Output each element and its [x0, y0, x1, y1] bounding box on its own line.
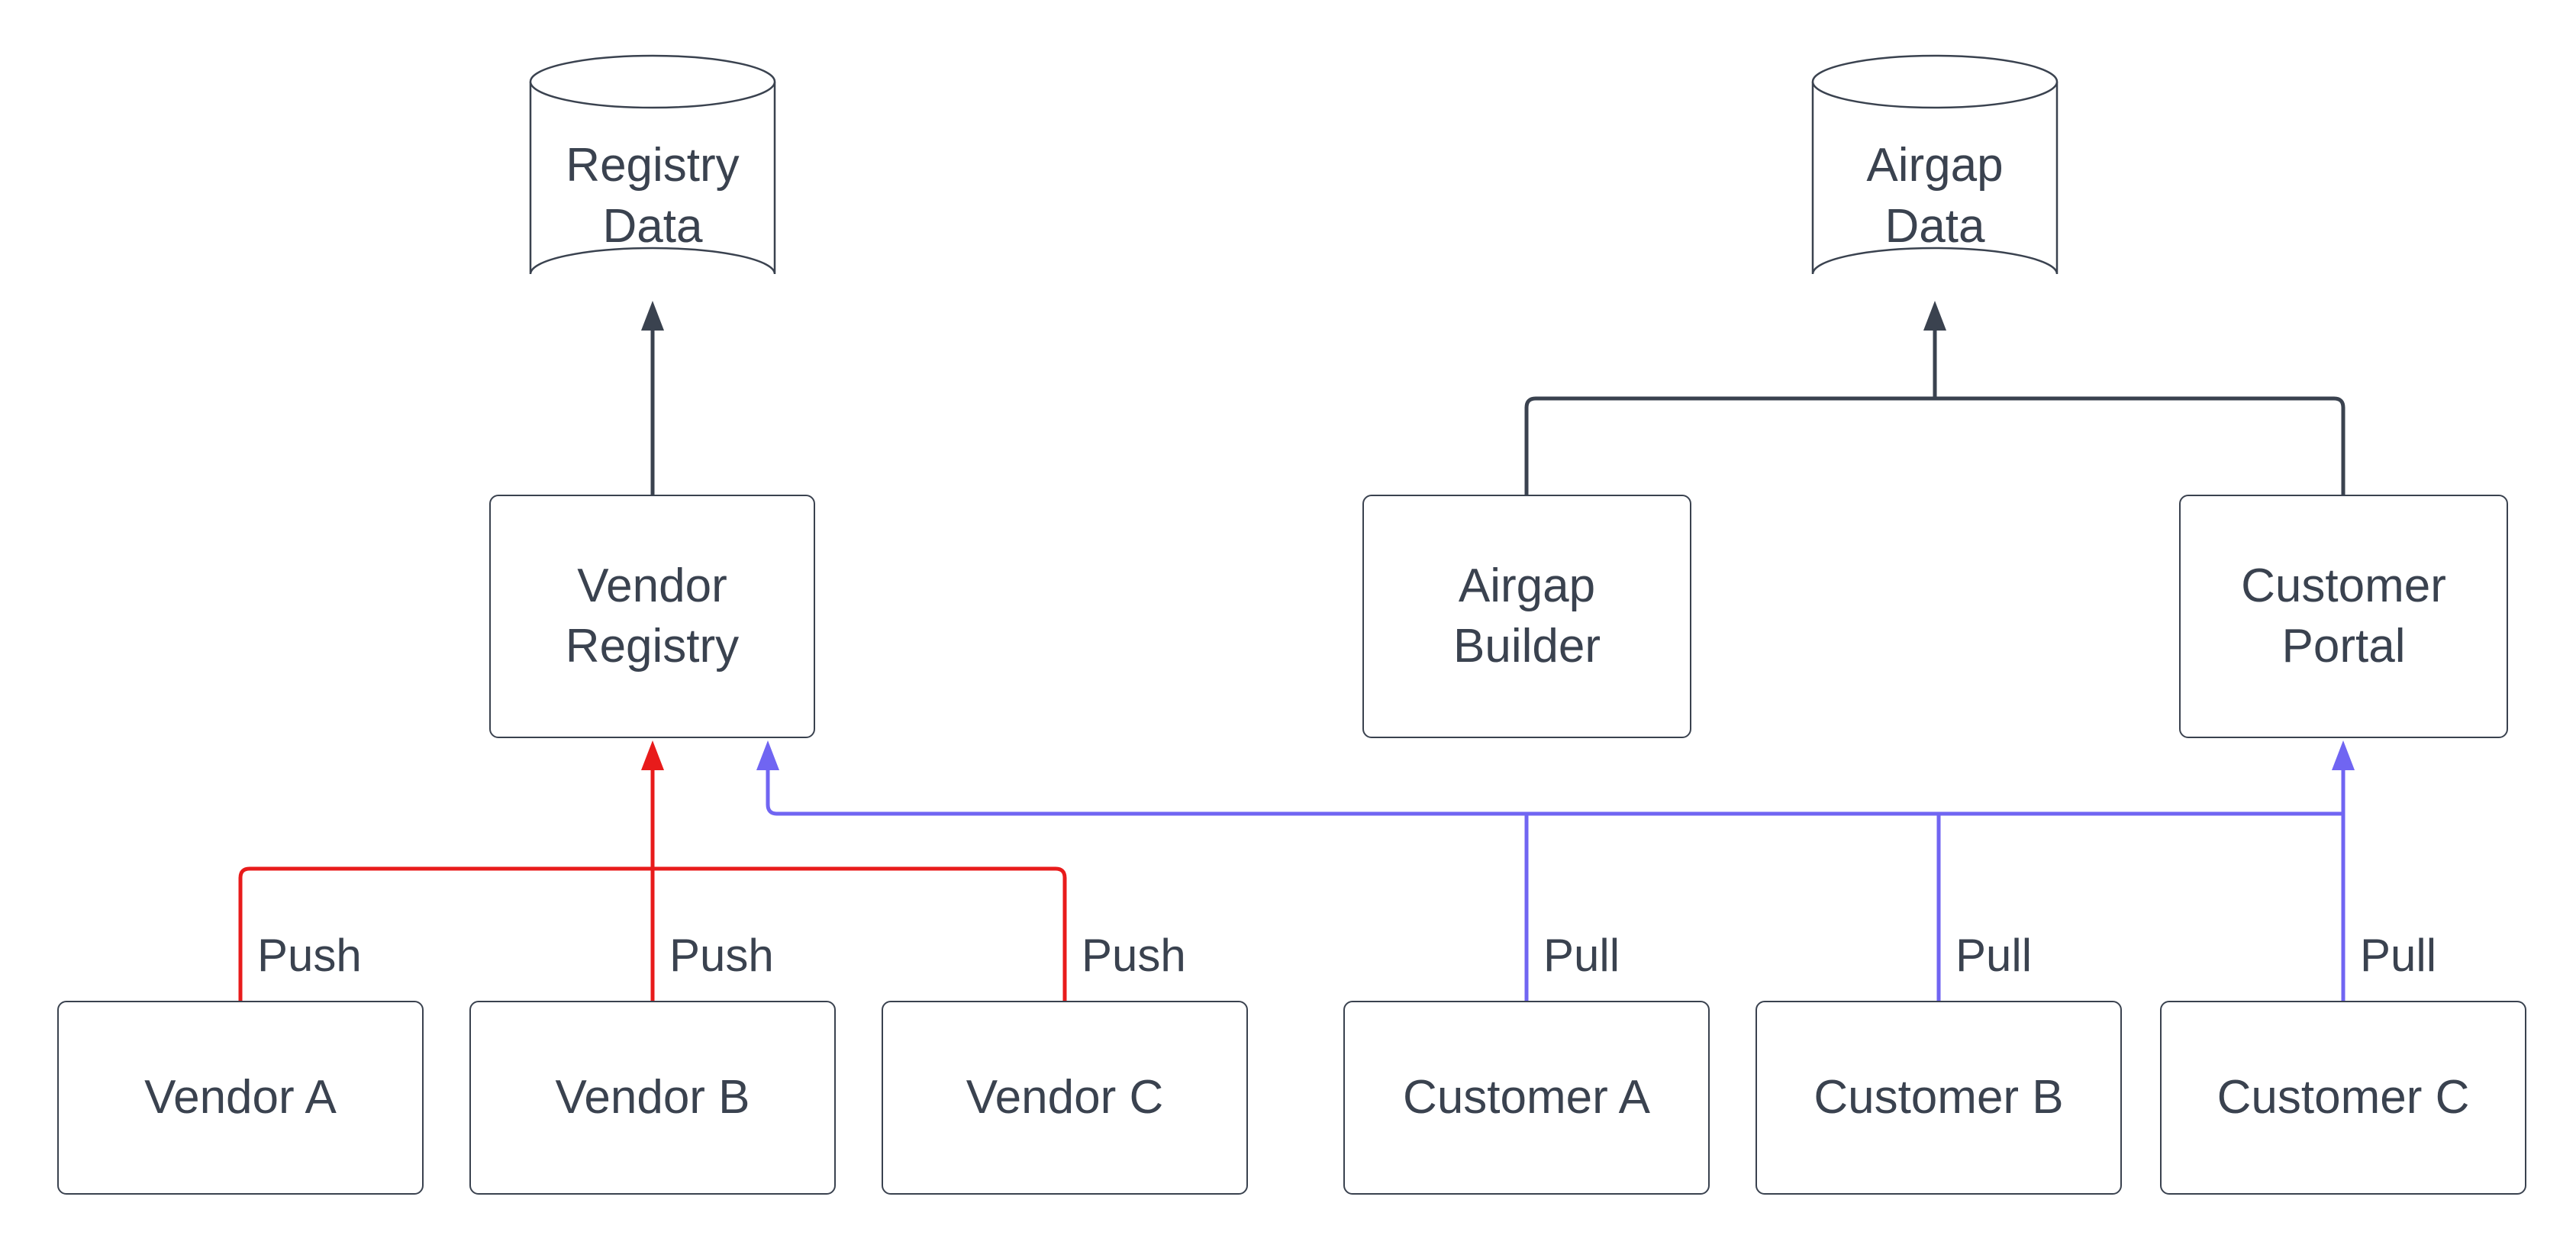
- node-customer-b: Customer B: [1755, 1001, 2122, 1195]
- node-registry-data-label: Registry Data: [566, 139, 740, 253]
- arrowhead-up-blue: [2332, 740, 2355, 770]
- arrowhead-up-dark: [641, 301, 664, 331]
- airgap-data-cylinder-shape: [1811, 54, 2059, 275]
- node-vendor-registry: Vendor Registry: [489, 495, 815, 738]
- node-customer-c: Customer C: [2160, 1001, 2526, 1195]
- node-vendor-a: Vendor A: [57, 1001, 424, 1195]
- edge-label-push-vendor-b: Push: [669, 930, 774, 981]
- edge-label-pull-customer-a: Pull: [1543, 930, 1620, 981]
- arrowhead-up-red: [641, 740, 664, 770]
- edge-label-push-vendor-a: Push: [257, 930, 362, 981]
- node-customer-portal: Customer Portal: [2179, 495, 2508, 738]
- edge-label-push-vendor-c: Push: [1082, 930, 1186, 981]
- edge-label-pull-customer-c: Pull: [2360, 930, 2437, 981]
- registry-data-cylinder-shape: [529, 54, 776, 275]
- arrowhead-up-dark: [1923, 301, 1946, 331]
- edge-label-pull-customer-b: Pull: [1955, 930, 2033, 981]
- node-vendor-b: Vendor B: [469, 1001, 836, 1195]
- arrowhead-up-blue: [756, 740, 779, 770]
- edge-vendor-registry-to-registry-data: [641, 301, 664, 495]
- edge-customers-pull-network: [756, 740, 2355, 1001]
- edge-vendors-push-to-vendor-registry: [238, 740, 1067, 1001]
- edge-builder-portal-to-airgap-data: [1524, 301, 2345, 495]
- node-vendor-c: Vendor C: [882, 1001, 1248, 1195]
- node-airgap-data-label: Airgap Data: [1866, 139, 2004, 253]
- node-airgap-builder: Airgap Builder: [1362, 495, 1691, 738]
- node-customer-a: Customer A: [1343, 1001, 1710, 1195]
